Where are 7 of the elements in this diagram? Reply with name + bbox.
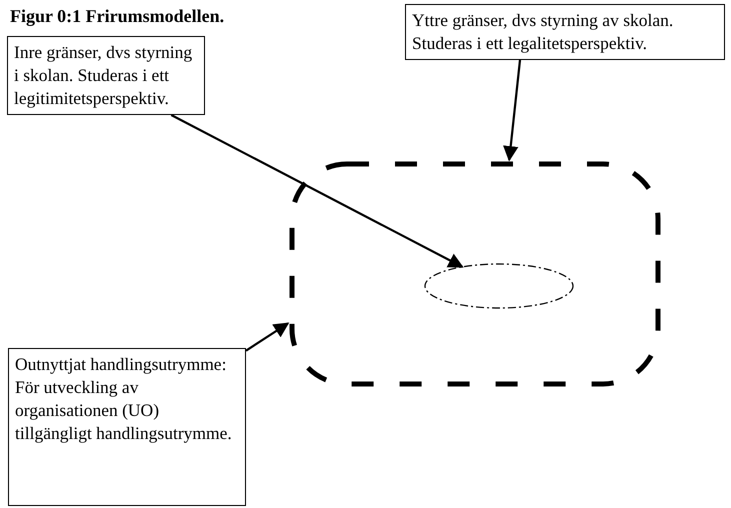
text-box: Inre gränser, dvs styrning i skolan. Studeras i ett legitimitetsperspektiv. (7, 36, 205, 115)
arrow (503, 60, 522, 162)
text-box: Yttre gränser, dvs styrning av skolan. Studeras i ett legalitetsperspektiv. (405, 4, 725, 60)
text-box: Outnyttjat handlingsutrymme: För utveckling av organisationen (UO) tillgängligt handlingsutrymme. (8, 348, 246, 506)
arrow (170, 114, 464, 268)
arrow (245, 322, 290, 352)
figure-title: Figur 0:1 Frirumsmodellen. (10, 6, 224, 27)
